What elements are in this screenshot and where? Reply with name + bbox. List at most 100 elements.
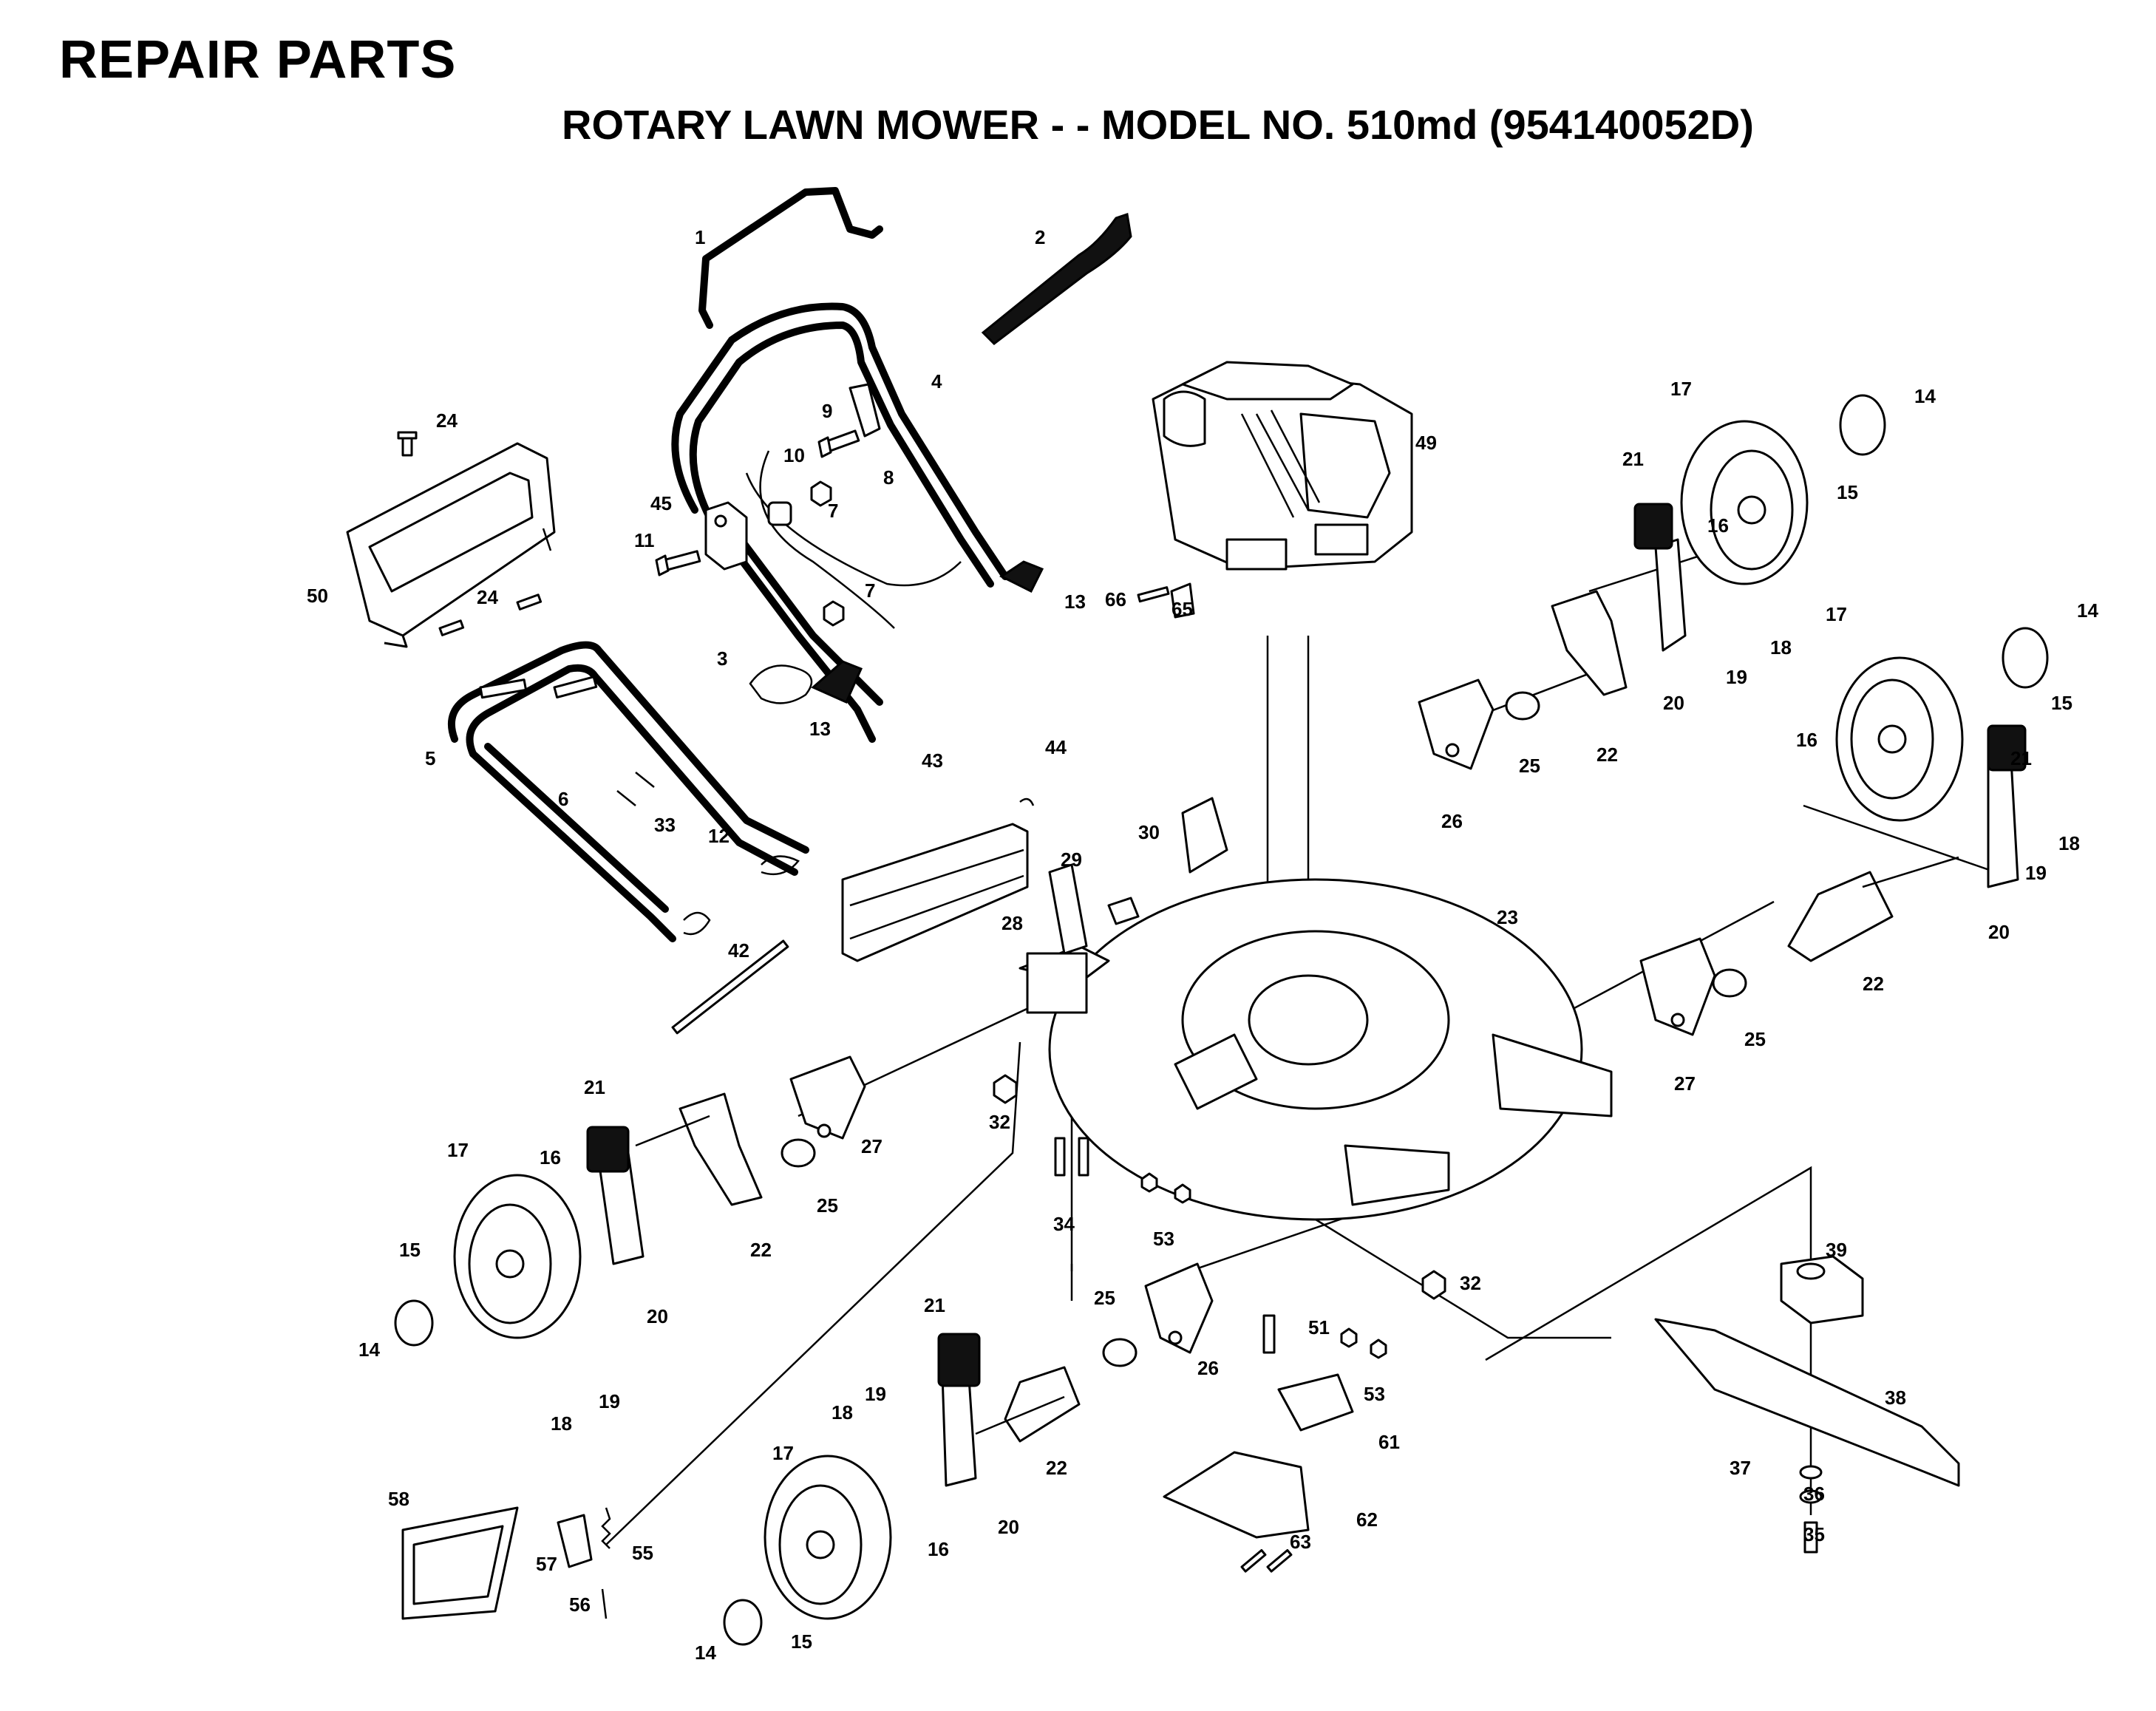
callout-21: 21 — [2010, 747, 2032, 769]
callout-15: 15 — [399, 1239, 421, 1261]
axle-bracket-left — [679, 1092, 763, 1206]
height-adjuster-front-right — [1639, 937, 1716, 1036]
height-adjuster-front-left — [1144, 1262, 1214, 1354]
callout-21: 21 — [584, 1076, 605, 1098]
callout-10: 10 — [783, 444, 805, 466]
callout-20: 20 — [647, 1305, 668, 1327]
bracket-hole — [714, 514, 727, 528]
callout-5: 5 — [425, 747, 435, 769]
callout-19: 19 — [1726, 666, 1747, 688]
height-lever-front-left — [937, 1333, 981, 1487]
handle-knob-lower — [811, 660, 863, 704]
bolt-6-a — [479, 678, 528, 699]
upper-handle-frame — [671, 302, 1009, 580]
handle-grip — [981, 213, 1132, 345]
blade-bolt-35 — [1803, 1521, 1818, 1554]
torsion-spring — [601, 1507, 611, 1549]
bolt-9 — [817, 429, 860, 458]
screw-24-bottom-b — [516, 593, 543, 610]
callout-63: 63 — [1290, 1531, 1311, 1553]
lever-8 — [849, 383, 881, 438]
screw-63-b — [1266, 1549, 1293, 1573]
axle-front-right — [1862, 856, 1959, 888]
callout-3: 3 — [717, 647, 727, 670]
screw-24-top — [397, 431, 418, 457]
callout-19: 19 — [599, 1390, 620, 1412]
callout-21: 21 — [924, 1294, 945, 1316]
pin-33-a — [616, 790, 636, 806]
callout-44: 44 — [1045, 736, 1067, 758]
wheel-front-left — [764, 1455, 892, 1620]
page-subtitle: ROTARY LAWN MOWER - - MODEL NO. 510md (9… — [562, 101, 1754, 148]
callout-17: 17 — [772, 1442, 794, 1464]
callout-38: 38 — [1885, 1387, 1906, 1409]
callout-19: 19 — [865, 1383, 886, 1405]
callout-11: 11 — [634, 529, 655, 551]
height-lever-left — [586, 1126, 645, 1265]
axle-bracket-lower-right — [1787, 871, 1894, 962]
height-adjuster-rear-right — [1418, 678, 1494, 770]
callout-22: 22 — [1863, 973, 1884, 995]
hinge-rod — [671, 939, 789, 1035]
callout-26: 26 — [1197, 1357, 1219, 1379]
callout-32: 32 — [1460, 1272, 1481, 1294]
callout-25: 25 — [1744, 1028, 1766, 1050]
nut-7-upper — [810, 480, 832, 507]
bolt-11 — [655, 550, 701, 576]
nut-53-c — [1340, 1327, 1358, 1348]
callout-14: 14 — [2077, 599, 2098, 622]
callout-29: 29 — [1061, 848, 1082, 871]
spring-44 — [1019, 797, 1035, 806]
rear-trail-shield-inner — [412, 1525, 504, 1605]
bolt-34-b — [1078, 1137, 1089, 1177]
spacer-10 — [767, 501, 792, 526]
handle-lower-leg-right — [721, 514, 883, 706]
callout-66: 66 — [1105, 588, 1126, 610]
nut-32-upper — [993, 1074, 1018, 1104]
callout-45: 45 — [650, 492, 672, 514]
callout-1: 1 — [695, 226, 705, 248]
nut-7-lower — [823, 600, 845, 627]
callout-24: 24 — [477, 586, 498, 608]
callout-20: 20 — [998, 1516, 1019, 1538]
callout-25: 25 — [1519, 755, 1540, 777]
callout-51: 51 — [1308, 1316, 1330, 1338]
washer-36 — [1799, 1489, 1823, 1504]
callout-57: 57 — [536, 1553, 557, 1575]
callout-8: 8 — [883, 466, 894, 489]
axle-rear-left — [635, 1115, 710, 1147]
callout-34: 34 — [1053, 1213, 1075, 1235]
screw-24-bottom-a — [438, 619, 465, 636]
cable-clip — [749, 664, 813, 704]
callout-36: 36 — [1803, 1483, 1825, 1505]
callout-28: 28 — [1002, 912, 1023, 934]
callout-15: 15 — [2051, 692, 2072, 714]
axle-front-left — [975, 1395, 1065, 1435]
engine — [1152, 361, 1413, 571]
adapter-hub — [1796, 1262, 1826, 1280]
callout-6: 6 — [558, 788, 568, 810]
callout-43: 43 — [922, 749, 943, 772]
hairpin-clip-upper — [761, 855, 800, 876]
callout-16: 16 — [540, 1146, 561, 1169]
callout-17: 17 — [1670, 378, 1692, 400]
callout-27: 27 — [861, 1135, 883, 1157]
height-lever-right — [1987, 724, 2027, 888]
callout-37: 37 — [1730, 1457, 1751, 1479]
callout-49: 49 — [1415, 432, 1437, 454]
mower-blade — [1654, 1318, 1960, 1487]
callout-30: 30 — [1138, 821, 1160, 843]
callout-35: 35 — [1803, 1523, 1825, 1545]
control-cable — [745, 472, 962, 587]
nut-32-lower — [1421, 1270, 1446, 1300]
callout-32: 32 — [989, 1111, 1010, 1133]
hubcap-upper-right — [1839, 394, 1886, 456]
lower-handle-leg — [469, 743, 676, 942]
spacer-25-b — [1712, 968, 1747, 998]
callout-13: 13 — [1064, 591, 1086, 613]
callout-15: 15 — [791, 1630, 812, 1653]
bolt-6-b — [553, 676, 598, 699]
screw-66 — [1137, 586, 1170, 603]
